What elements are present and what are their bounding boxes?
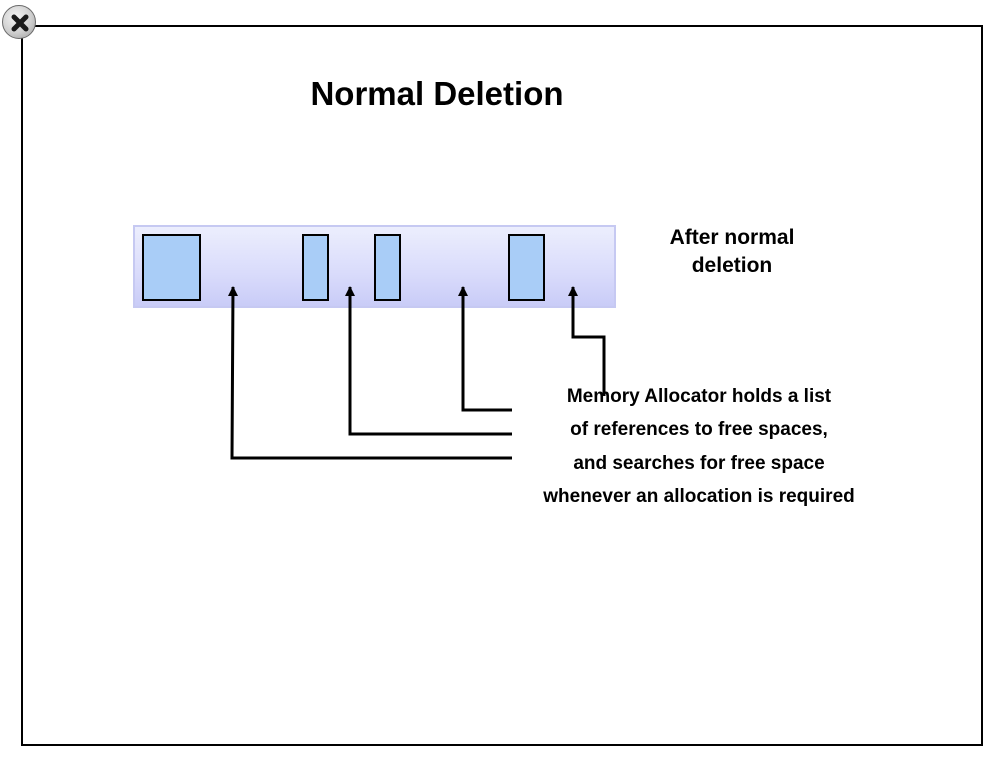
allocated-block xyxy=(508,234,545,301)
explanation-line: and searches for free space xyxy=(573,452,825,474)
close-button[interactable] xyxy=(2,5,36,39)
slide-frame xyxy=(21,25,983,746)
free-space-arrowhead xyxy=(568,286,578,296)
memory-bar xyxy=(133,225,616,308)
allocated-block xyxy=(302,234,329,301)
free-space-arrowhead xyxy=(458,286,468,296)
free-space-arrowhead xyxy=(228,286,238,296)
allocated-block xyxy=(374,234,401,301)
allocated-block xyxy=(142,234,201,301)
allocator-explanation: Memory Allocator holds a list of referen… xyxy=(500,380,898,513)
slide-title: Normal Deletion xyxy=(310,75,564,112)
explanation-line: whenever an allocation is required xyxy=(543,485,855,507)
free-space-arrow-2 xyxy=(348,287,512,436)
free-space-arrow-3 xyxy=(461,287,512,412)
explanation-line: of references to free spaces, xyxy=(570,419,828,441)
explanation-line: Memory Allocator holds a list xyxy=(566,386,832,407)
free-space-arrow-4 xyxy=(571,287,606,396)
free-space-arrowhead xyxy=(345,286,355,296)
close-x-icon xyxy=(11,14,29,32)
state-label-line: deletion xyxy=(691,254,773,277)
state-label-line: After normal xyxy=(669,226,795,249)
state-label: After normal deletion xyxy=(640,224,824,280)
free-space-arrow-1 xyxy=(230,286,512,460)
